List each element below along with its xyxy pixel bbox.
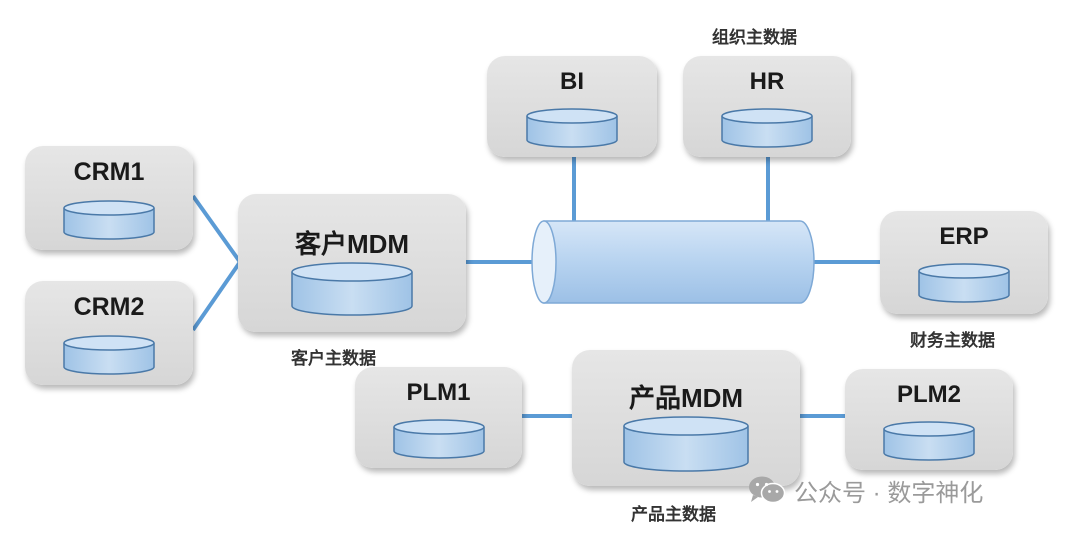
link-crm1-customer-mdm [191,194,242,264]
org-master-data-caption: 组织主数据 [712,28,797,47]
database-icon [291,262,413,316]
wechat-icon [749,476,786,504]
crm2-node[interactable]: CRM2 [25,281,193,385]
plm2-node[interactable]: PLM2 [845,369,1013,470]
product-mdm-label: 产品MDM [628,383,744,413]
database-icon [623,416,749,472]
hr-node[interactable]: HR [683,56,851,157]
crm2-label: CRM2 [73,293,145,321]
database-icon [63,200,155,240]
crm1-label: CRM1 [73,158,145,186]
erp-label: ERP [939,223,989,250]
database-icon [526,108,618,148]
plm2-label: PLM2 [896,381,961,408]
hr-label: HR [749,68,785,95]
database-icon [918,263,1010,303]
finance-master-data-caption: 财务主数据 [910,331,995,350]
database-icon [721,108,813,148]
link-crm2-customer-mdm [191,260,242,332]
bi-node[interactable]: BI [487,56,657,157]
customer-master-data-caption: 客户主数据 [291,349,376,368]
plm1-label: PLM1 [406,379,471,406]
bi-label: BI [560,68,584,95]
plm1-node[interactable]: PLM1 [355,367,522,468]
customer-mdm-node[interactable]: 客户MDM [238,194,466,332]
database-icon [883,421,975,461]
customer-mdm-label: 客户MDM [294,229,410,259]
database-icon [393,419,485,459]
watermark-text: 公众号 · 数字神化 [794,479,984,507]
erp-node[interactable]: ERP [880,211,1048,314]
product-mdm-node[interactable]: 产品MDM [572,350,800,486]
watermark: 公众号 · 数字神化 [748,474,984,507]
product-master-data-caption: 产品主数据 [631,505,716,524]
crm1-node[interactable]: CRM1 [25,146,193,250]
integration-bus [531,220,815,304]
database-icon [63,335,155,375]
